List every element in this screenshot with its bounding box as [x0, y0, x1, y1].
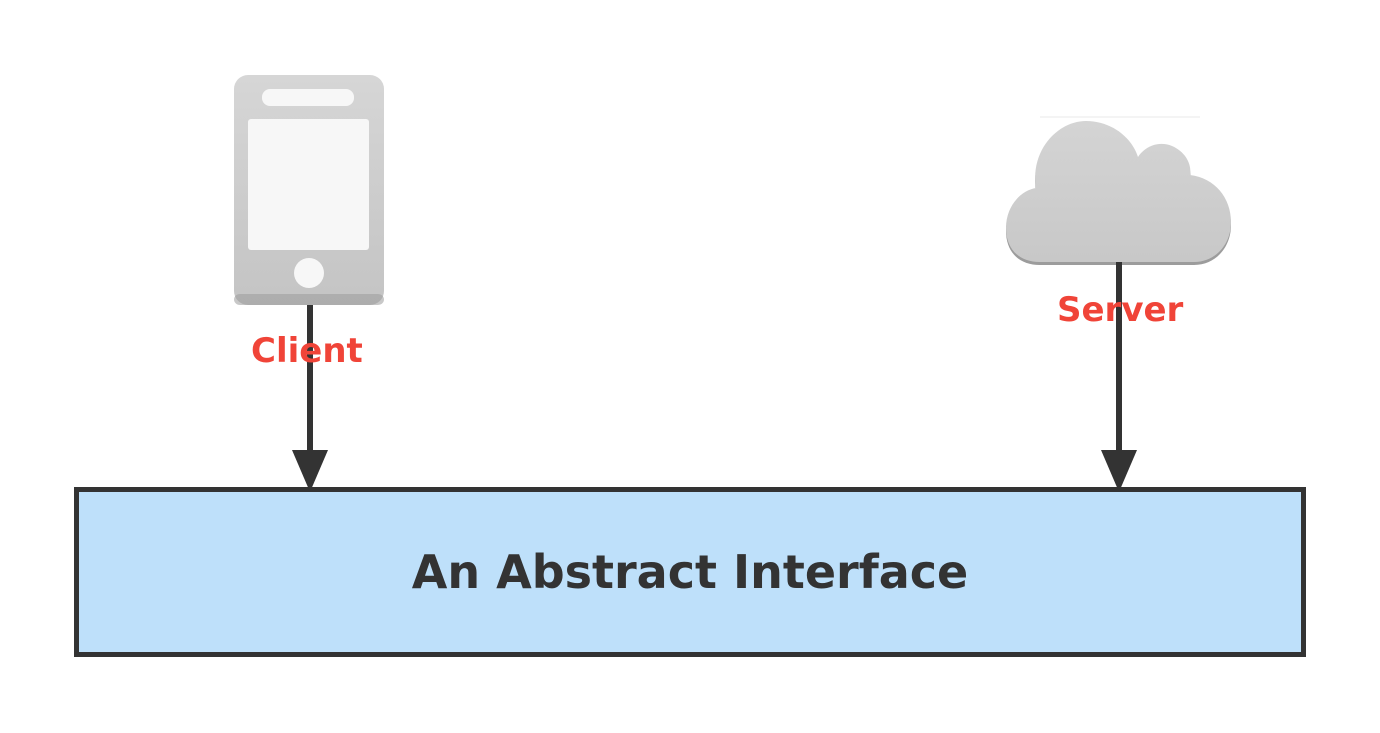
- server-arrow: [1101, 262, 1137, 492]
- client-label: Client: [251, 331, 363, 371]
- interface-label: An Abstract Interface: [411, 545, 969, 599]
- client-arrow: [292, 305, 328, 492]
- smartphone-icon: [234, 75, 384, 305]
- interface-box-fill: [76, 489, 1304, 655]
- server-label: Server: [1057, 290, 1184, 330]
- interface-box: An Abstract Interface: [74, 487, 1306, 657]
- cloud-icon: [1006, 116, 1231, 265]
